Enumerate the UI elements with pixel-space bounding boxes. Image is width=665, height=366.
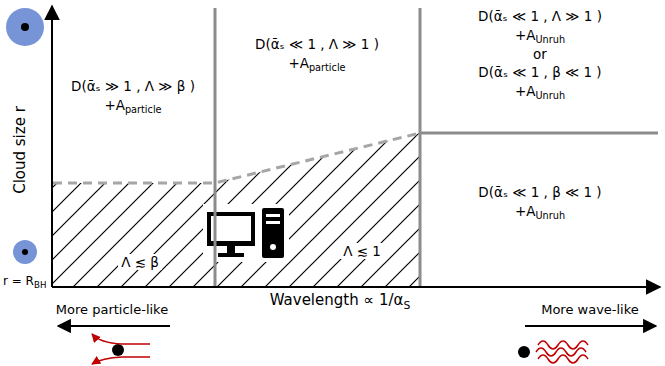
- label-text: D(ᾱₛ ≪ 1 , Λ ≫ 1 ): [255, 36, 379, 52]
- label-text: +A: [288, 55, 309, 71]
- region-term: +AUnruh: [515, 83, 565, 99]
- region-condition: D(ᾱₛ ≪ 1 , Λ ≫ 1 ): [478, 8, 602, 24]
- y-axis: [51, 6, 53, 287]
- black-hole-dot: [518, 346, 530, 358]
- subscript-text: Unruh: [535, 210, 565, 221]
- label-text: r = R: [3, 274, 34, 288]
- hatched-region: [52, 133, 420, 287]
- region-border: [420, 132, 658, 135]
- region-border: [419, 8, 422, 287]
- label-text: Wavelength ∝ 1/α: [270, 291, 404, 309]
- axis-title: Wavelength ∝ 1/αS: [270, 291, 411, 309]
- direction-label: More wave-like: [541, 302, 639, 318]
- tower-slot: [266, 221, 280, 224]
- deflected-path: [92, 357, 150, 364]
- subscript-text: particle: [125, 104, 162, 115]
- tower: [262, 208, 284, 258]
- screen: [211, 216, 251, 241]
- black-hole-dot: [21, 23, 29, 31]
- wave-icon: [518, 341, 588, 363]
- x-axis: [52, 286, 660, 288]
- subscript-text: Unruh: [535, 90, 565, 101]
- wave-line: [538, 355, 588, 363]
- region-condition: D(ᾱₛ ≪ 1 , β ≪ 1 ): [478, 64, 601, 80]
- tower-slot: [266, 214, 280, 217]
- subscript-text: Unruh: [535, 34, 565, 45]
- region-condition: D(ᾱₛ ≫ 1 , Λ ≫ β ): [71, 78, 195, 94]
- particle-icon: [92, 334, 150, 364]
- label-text: Λ ≲ β: [121, 254, 159, 270]
- label-text: +A: [515, 27, 536, 43]
- region-condition: D(ᾱₛ ≪ 1 , Λ ≫ 1 ): [255, 36, 379, 52]
- region-term: +AUnruh: [515, 203, 565, 219]
- computer-icon: [207, 208, 284, 258]
- region-border: [214, 8, 217, 287]
- region-condition: Λ ≲ β: [118, 254, 162, 270]
- small-cloud: [13, 240, 37, 264]
- black-hole-dot: [22, 249, 28, 255]
- label-text: or: [533, 46, 547, 62]
- region-term: +Aparticle: [104, 97, 161, 113]
- subscript-text: particle: [309, 62, 346, 73]
- label-text: D(ᾱₛ ≪ 1 , β ≪ 1 ): [478, 184, 601, 200]
- wave-line: [538, 341, 588, 349]
- label-text: +A: [515, 83, 536, 99]
- label-text: More wave-like: [541, 302, 639, 317]
- region-borders: [53, 8, 658, 287]
- label-text: D(ᾱₛ ≪ 1 , Λ ≫ 1 ): [478, 8, 602, 24]
- monitor-stand: [227, 246, 235, 254]
- wave-arrow: [525, 325, 656, 327]
- region-term: +AUnruh: [515, 27, 565, 43]
- label-text: +A: [515, 203, 536, 219]
- tower-button: [270, 244, 276, 250]
- label-text: +A: [104, 97, 125, 113]
- axis-tick-label: r = RBH: [3, 274, 46, 288]
- subscript-text: BH: [34, 280, 46, 290]
- black-hole-dot: [112, 344, 124, 356]
- region-term: +Aparticle: [288, 55, 345, 71]
- dashed-border: [53, 133, 420, 183]
- region-condition: D(ᾱₛ ≪ 1 , β ≪ 1 ): [478, 184, 601, 200]
- label-text: More particle-like: [56, 302, 168, 317]
- region-condition: Λ ≲ 1: [340, 243, 384, 259]
- subscript-text: S: [403, 299, 410, 312]
- label-text: D(ᾱₛ ≪ 1 , β ≪ 1 ): [478, 64, 601, 80]
- deflected-path: [92, 334, 150, 344]
- large-cloud: [6, 8, 44, 46]
- monitor-base: [218, 253, 244, 257]
- label-text: D(ᾱₛ ≫ 1 , Λ ≫ β ): [71, 78, 195, 94]
- axis-title: Cloud size r: [11, 106, 29, 194]
- label-text: Λ ≲ 1: [343, 243, 381, 259]
- region-connector-word: or: [533, 46, 547, 62]
- label-text: Cloud size r: [11, 106, 29, 194]
- direction-label: More particle-like: [56, 302, 168, 318]
- particle-arrow: [58, 325, 170, 327]
